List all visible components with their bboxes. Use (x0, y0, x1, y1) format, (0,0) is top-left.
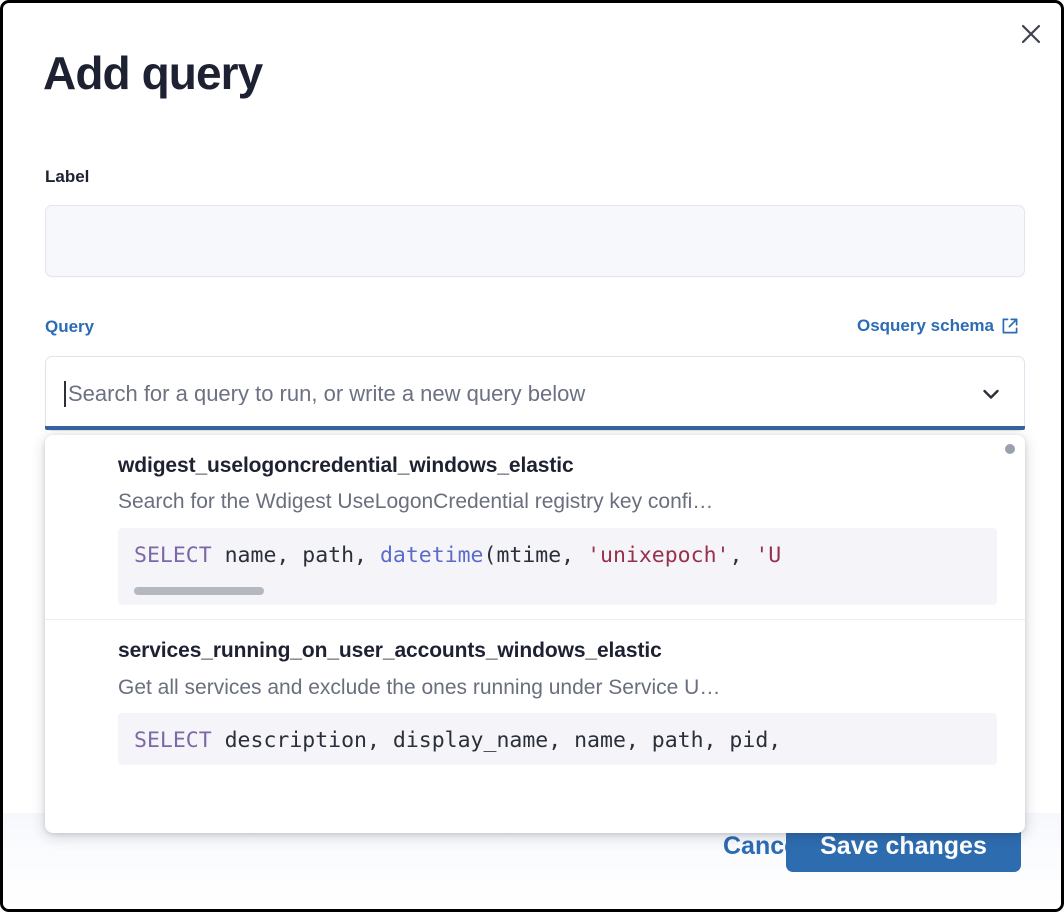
suggestion-description: Search for the Wdigest UseLogonCredentia… (118, 490, 714, 514)
chevron-down-icon[interactable] (978, 381, 1004, 407)
suggestion-title: services_running_on_user_accounts_window… (118, 639, 662, 663)
query-search-input[interactable]: Search for a query to run, or write a ne… (68, 382, 586, 405)
external-link-icon (1001, 316, 1019, 335)
osquery-schema-link-label: Osquery schema (856, 316, 994, 335)
osquery-schema-link[interactable]: Osquery schema (857, 316, 1019, 335)
label-field-label: Label (45, 167, 90, 186)
query-suggestions-dropdown: wdigest_uselogoncredential_windows_elast… (45, 435, 1025, 833)
query-field-label[interactable]: Query (45, 317, 95, 336)
close-button[interactable] (1012, 15, 1050, 53)
sql-code-line: SELECT description, display_name, name, … (134, 727, 782, 753)
suggestion-title: wdigest_uselogoncredential_windows_elast… (118, 454, 574, 477)
suggestion-list: wdigest_uselogoncredential_windows_elast… (45, 435, 1025, 779)
close-icon (1020, 23, 1042, 45)
suggestion-description: Get all services and exclude the ones ru… (118, 675, 721, 699)
code-horizontal-scrollbar[interactable] (134, 587, 264, 596)
suggestion-item[interactable]: wdigest_uselogoncredential_windows_elast… (45, 435, 1025, 619)
label-input[interactable] (45, 205, 1025, 277)
suggestion-code-block: SELECT name, path, datetime(mtime, 'unix… (118, 527, 997, 606)
sql-code-line: SELECT name, path, datetime(mtime, 'unix… (134, 542, 782, 568)
query-combobox[interactable]: Search for a query to run, or write a ne… (45, 356, 1025, 431)
page-title: Add query (43, 47, 263, 99)
suggestion-item[interactable]: services_running_on_user_accounts_window… (45, 619, 1025, 778)
combobox-focus-underline (45, 426, 1025, 430)
suggestion-code-block: SELECT description, display_name, name, … (118, 712, 997, 765)
dropdown-scrollbar[interactable] (1005, 444, 1015, 454)
text-cursor (64, 380, 66, 407)
